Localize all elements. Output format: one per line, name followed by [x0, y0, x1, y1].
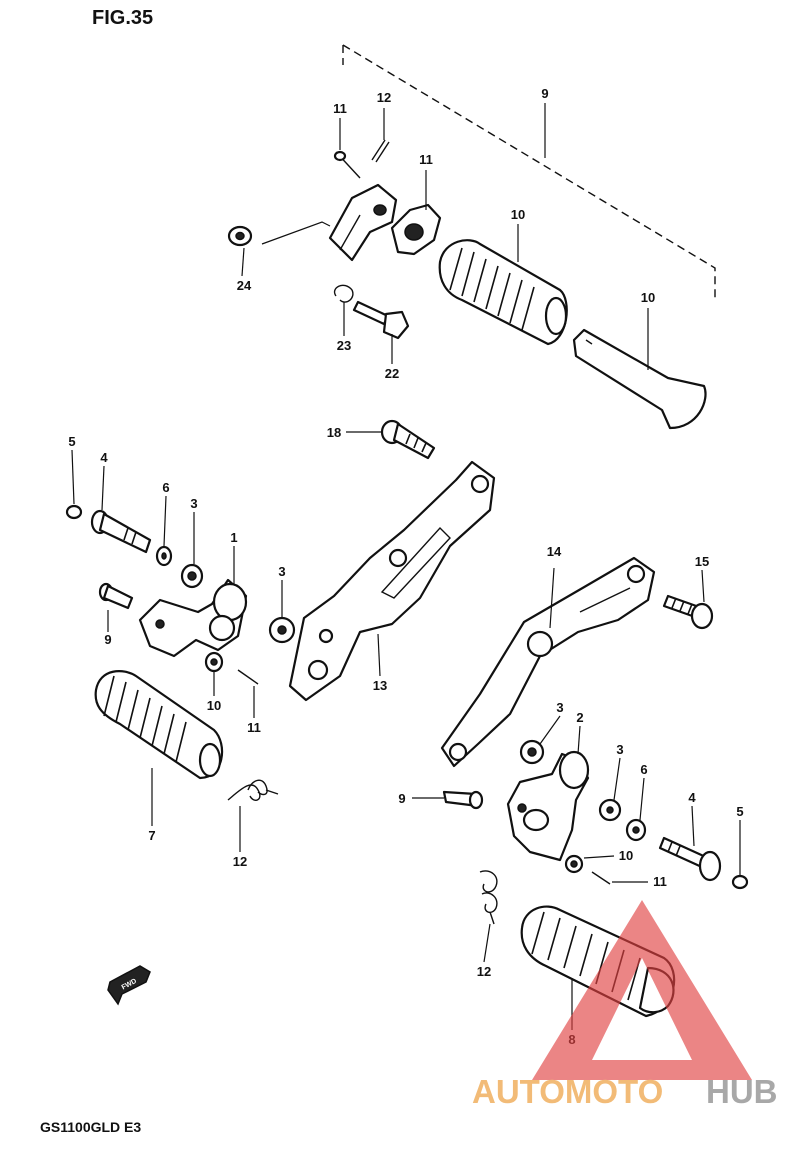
bushing-3-left — [180, 563, 204, 589]
callout-3-right: 3 — [556, 700, 563, 715]
bolt-15-right — [662, 594, 714, 630]
pin-9-left — [98, 582, 134, 610]
leader-lines — [71, 108, 741, 1030]
callout-23: 23 — [337, 338, 351, 353]
callout-7: 7 — [148, 828, 155, 843]
callout-20: 11 — [333, 101, 347, 116]
assembly-bracket-16 — [342, 44, 716, 302]
nut-5-left — [65, 504, 83, 520]
callout-21: 12 — [377, 90, 391, 105]
washer-6-right — [625, 818, 647, 842]
watermark-text-a: AUTOMOTO — [472, 1073, 663, 1110]
bolt-15-upper — [380, 419, 436, 460]
callout-15-right: 15 — [695, 554, 709, 569]
model-code: GS1100GLD E3 — [40, 1119, 141, 1135]
callout-14: 14 — [547, 544, 562, 559]
callout-9-left: 9 — [104, 632, 111, 647]
callout-13: 13 — [373, 678, 387, 693]
callout-24: 24 — [237, 278, 252, 293]
callout-4-left: 4 — [100, 450, 108, 465]
footrest-bracket-14 — [440, 556, 656, 768]
pin-9-right — [442, 790, 484, 810]
pivot-pin-4-right — [658, 836, 722, 882]
footrest-holder-1 — [138, 578, 248, 658]
pivot-pin-4-left — [90, 509, 152, 554]
callout-18: 10 — [511, 207, 525, 222]
callout-19: 11 — [419, 152, 433, 167]
watermark-logo: AUTOMOTO HUB — [472, 900, 778, 1110]
clip-11-left — [237, 669, 259, 685]
callout-9-right: 9 — [398, 791, 405, 806]
callout-15-upper: 18 — [327, 425, 341, 440]
callout-11-right: 11 — [653, 874, 667, 889]
watermark-text-b: HUB — [706, 1073, 778, 1110]
callout-12-right: 12 — [477, 964, 491, 979]
callout-2: 2 — [576, 710, 583, 725]
spring-12-right — [479, 870, 498, 925]
bolt-22 — [352, 300, 410, 340]
washer-10-left — [204, 651, 224, 673]
footrest-rubber-18 — [438, 239, 568, 346]
callout-17: 10 — [641, 290, 655, 305]
plate-19 — [390, 203, 442, 256]
callout-6-right: 6 — [640, 762, 647, 777]
footrest-rubber-7 — [94, 670, 224, 780]
callout-6-left: 6 — [162, 480, 169, 495]
nut-24 — [227, 225, 253, 247]
footrest-holder-2 — [506, 750, 590, 862]
clip-11-right — [591, 871, 611, 885]
callout-3-center: 3 — [278, 564, 285, 579]
washer-23 — [333, 284, 354, 303]
callout-3-far-right: 3 — [616, 742, 623, 757]
callout-16: 9 — [541, 86, 548, 101]
callout-12-left: 12 — [233, 854, 247, 869]
callout-5-right: 5 — [736, 804, 743, 819]
callout-10-right: 10 — [619, 848, 633, 863]
pin-21 — [371, 139, 390, 163]
peg-holder-bracket — [328, 183, 398, 262]
callouts: 11 12 11 9 10 10 24 23 22 18 5 4 6 3 1 3… — [68, 86, 743, 1047]
washer-6-left — [155, 545, 173, 567]
callout-22: 22 — [385, 366, 399, 381]
callout-1: 1 — [230, 530, 237, 545]
spring-12-left — [227, 779, 279, 801]
washer-10-right — [564, 854, 584, 874]
callout-11-left: 11 — [247, 720, 261, 735]
callout-4-right: 4 — [688, 790, 696, 805]
callout-3-left: 3 — [190, 496, 197, 511]
forward-arrow-icon: FWD — [107, 965, 151, 1006]
callout-10-left: 10 — [207, 698, 221, 713]
figure-title: FIG.35 — [92, 7, 153, 29]
callout-5-left: 5 — [68, 434, 75, 449]
footrest-17 — [572, 328, 707, 430]
nut-5-right — [731, 874, 749, 890]
footrest-bracket-13 — [288, 460, 496, 702]
clip-pin-20 — [333, 150, 361, 179]
